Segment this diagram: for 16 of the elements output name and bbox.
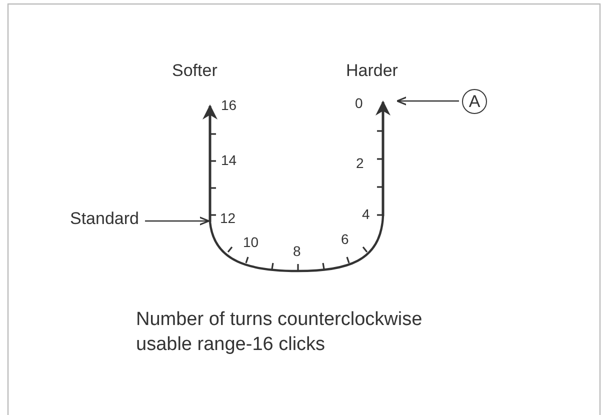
leader-arrow [145, 216, 210, 226]
scale-number: 0 [355, 96, 363, 110]
scale-number: 14 [221, 153, 237, 167]
caption: Number of turns counterclockwise usable range-16 clicks [136, 308, 424, 357]
leader-arrow [396, 96, 459, 106]
scale-number: 10 [243, 235, 259, 249]
scale-number: 6 [341, 232, 349, 246]
scale-number: 12 [220, 211, 236, 225]
scale-number: 16 [221, 98, 237, 112]
scale-end-label: Softer [172, 62, 218, 79]
scale-number: 4 [362, 207, 370, 221]
scale-number: 8 [293, 244, 301, 258]
callout-label: Standard [70, 210, 139, 227]
scale-number: 2 [356, 156, 364, 170]
callout-letter: A [462, 89, 487, 114]
scale-end-label: Harder [346, 62, 398, 79]
